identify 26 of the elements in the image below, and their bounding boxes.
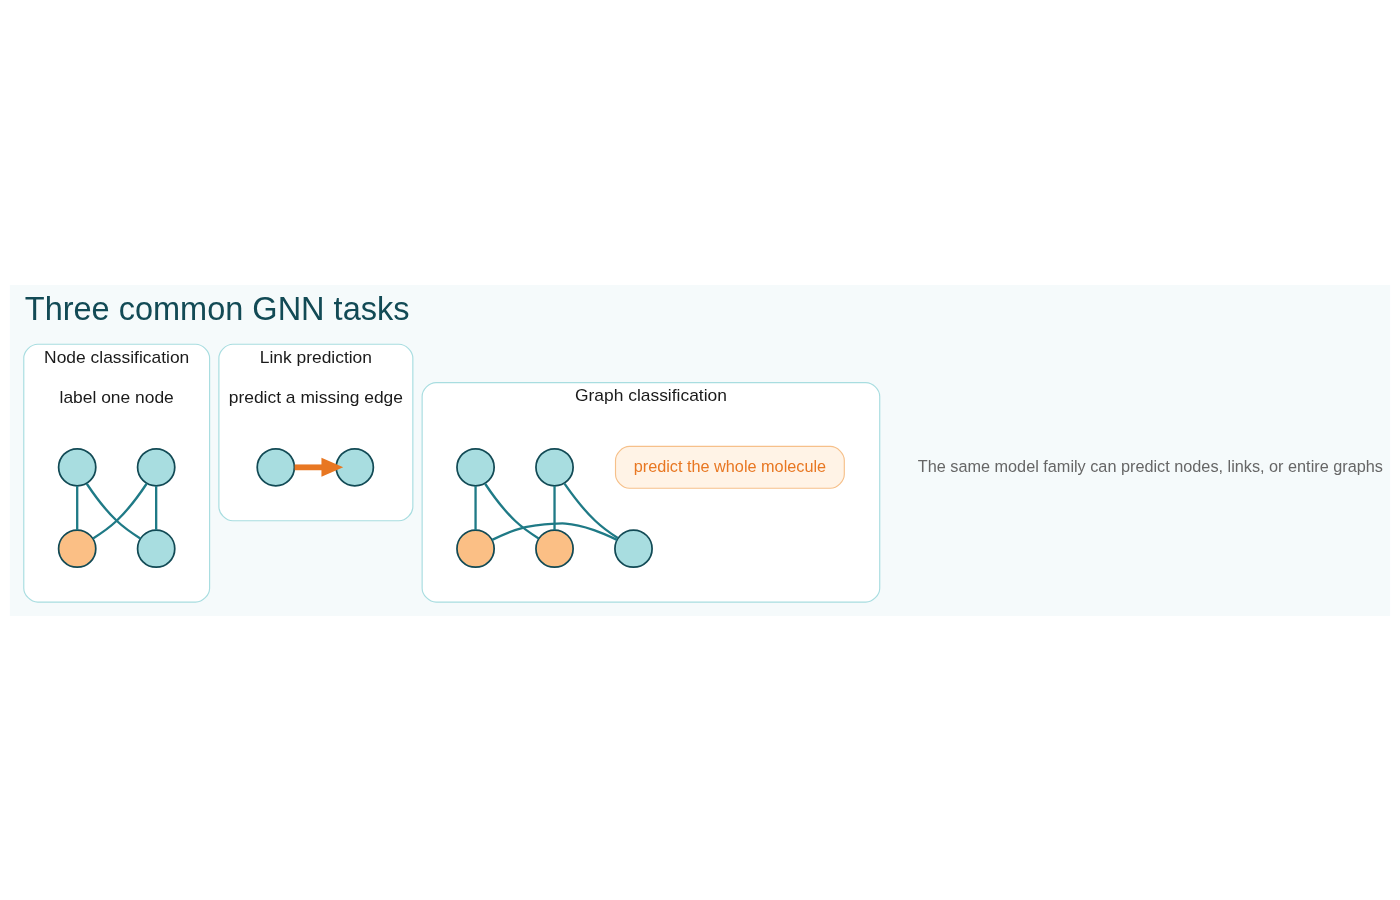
- arrow: [294, 457, 344, 477]
- cluster: Node classification label one node: [23, 343, 211, 603]
- connector: [553, 485, 556, 530]
- connector: [563, 482, 619, 539]
- label: The same model family can predict nodes, links, or entire graphs: [917, 456, 1383, 475]
- node-circle: [57, 528, 97, 568]
- node-circle: [335, 447, 375, 487]
- node-circle: [136, 528, 176, 568]
- cluster: Link prediction predict a missing edge: [218, 343, 414, 521]
- node-circle: [456, 447, 495, 487]
- node-box: predict the whole molecule: [614, 445, 845, 489]
- node-circle: [614, 528, 653, 568]
- node-circle: [57, 447, 97, 487]
- diagram-title: Three common GNN tasks: [24, 290, 410, 327]
- node-circle: [136, 447, 176, 487]
- node-circle: [456, 528, 495, 568]
- connector: [76, 485, 79, 530]
- connector: [491, 521, 618, 541]
- node-circle: [535, 447, 574, 487]
- node-circle: [256, 447, 296, 487]
- connector: [484, 482, 540, 539]
- connector: [92, 482, 148, 539]
- connector: [155, 485, 158, 530]
- connector: [85, 482, 141, 539]
- connector: [474, 485, 477, 530]
- node-circle: [535, 528, 574, 568]
